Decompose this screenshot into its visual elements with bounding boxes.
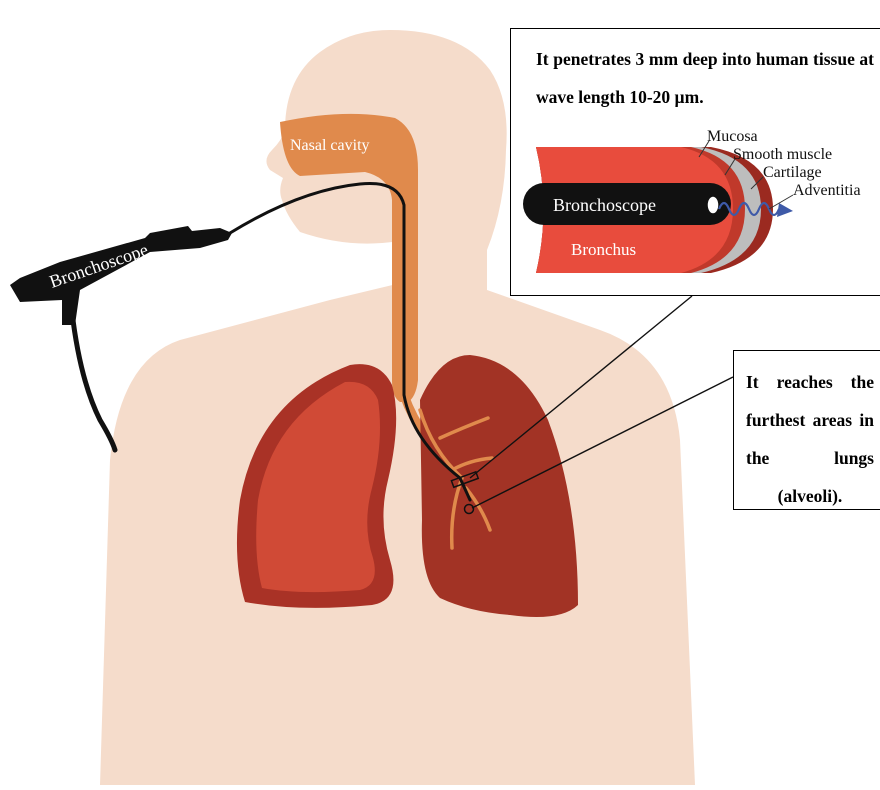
reach-note: It reaches the furthest areas in the lun… [746, 363, 874, 515]
penetration-info-box: It penetrates 3 mm deep into human tissu… [510, 28, 880, 296]
nasal-cavity-label: Nasal cavity [290, 137, 370, 154]
mucosa-label: Mucosa [707, 128, 758, 145]
bronchoscope-tube-label: Bronchoscope [553, 195, 656, 215]
adventitia-label: Adventitia [793, 182, 861, 199]
bronchus-cross-section: Mucosa Smooth muscle Cartilage Adventiti… [511, 29, 880, 297]
bronchoscope-lens [707, 196, 719, 214]
reach-info-box: It reaches the furthest areas in the lun… [733, 350, 880, 510]
bronchus-label: Bronchus [571, 240, 636, 259]
cartilage-label: Cartilage [763, 164, 822, 181]
laser-wave-arrowhead [777, 203, 793, 217]
bronchoscope-cable [72, 312, 115, 450]
smooth-muscle-label: Smooth muscle [733, 146, 832, 163]
bronchoscope-handle-body [10, 226, 232, 325]
